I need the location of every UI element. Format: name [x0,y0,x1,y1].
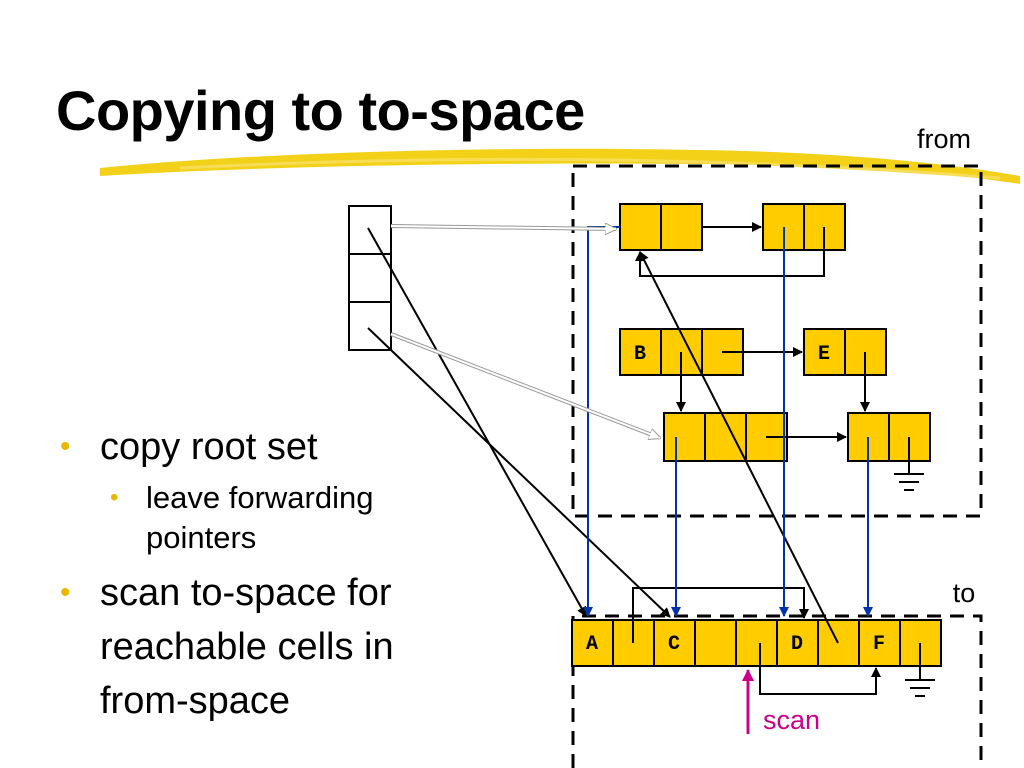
scan-label: scan [763,705,820,735]
bullet-text: scan to-space for reachable cells in fro… [100,572,394,722]
cell-label-a: A [586,633,598,656]
bullet-item: • copy root set [60,420,480,474]
bullet-text: copy root set [100,426,318,468]
bullet-dot-icon: • [110,484,119,511]
bullet-dot-icon: • [60,430,71,463]
from-space-region [571,164,983,518]
to-space-region [571,614,983,768]
nil-ground-from [894,437,924,491]
slide-title: Copying to to-space [56,79,585,142]
cell-top-left [619,203,703,251]
to-label: to [953,578,976,608]
nil-ground-to [905,643,935,697]
cell-e [803,328,887,376]
cell-top-right [762,203,846,251]
from-space-pointers [367,222,881,695]
root-set [348,205,392,351]
cell-right-nil [847,412,931,462]
cell-label-c: C [668,633,680,656]
cell-label-d: D [791,633,803,656]
to-space-row [571,619,942,667]
bullet-text: leave forwarding pointers [146,480,374,555]
root-copy-arrows [390,226,660,438]
from-label: from [917,124,971,154]
cell-label-f: F [873,633,885,656]
cell-label-b: B [634,343,646,366]
sub-bullet-item: • leave forwarding pointers [60,478,480,558]
cell-label-e: E [818,343,830,366]
bullet-dot-icon: • [60,576,71,609]
title-highlight [100,148,1020,184]
bullet-list: • copy root set • leave forwarding point… [60,420,480,728]
bullet-item: • scan to-space for reachable cells in f… [60,566,480,728]
